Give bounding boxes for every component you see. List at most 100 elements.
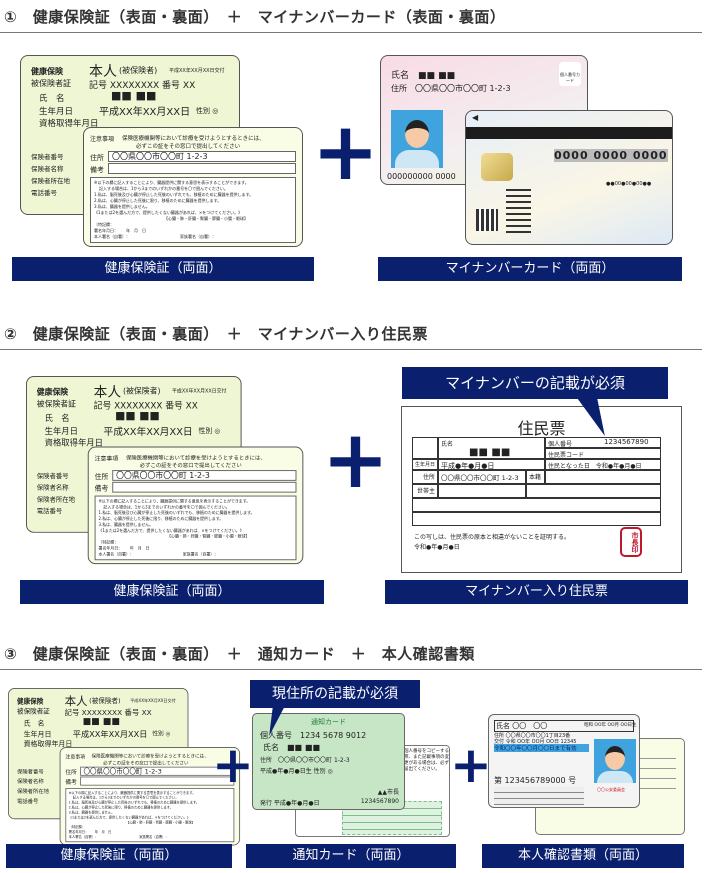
license-address: 住所 〇〇県〇〇市〇〇1丁目23番 [494, 733, 571, 739]
mynumber-logo: 個人番号カード [559, 62, 581, 86]
name-value: ■■ ■■ [418, 71, 456, 81]
organ-text: 3.私は、臓器を提供しません。 [68, 810, 115, 815]
document-title: 住民票 [517, 419, 566, 438]
sign-self: 本人署名（自署）： [68, 834, 99, 839]
birth-label: 生年月日 [39, 107, 74, 117]
organ-text: 1.私は、脳死後及び心臓が停止した死後のいずれでも、移植のために臓器を提供します… [94, 192, 254, 197]
card-type-sub: 被保険者証 [17, 707, 50, 716]
organ-text: 3.私は、臓器を提供しません。 [98, 522, 154, 527]
name-label: 氏 名 [39, 94, 65, 104]
sex-value: 性別 ◎ [196, 107, 219, 115]
magnetic-strip [466, 127, 672, 139]
notice-label: 注意事項 [94, 455, 119, 463]
notice-text: 必ずこの証をその窓口で提出してください [136, 144, 241, 150]
sign-self: 本人署名（自署）： [98, 551, 134, 557]
insurer-name-label: 保険者名称 [36, 483, 69, 492]
address-value: 〇〇県〇〇市〇〇町 1-2-3 [278, 757, 350, 764]
issued-date: 発行 平成●年●月●日 [260, 800, 320, 807]
blank-cell [438, 484, 526, 498]
organ-text: 【心臓・肺・肝臓・腎臓・膵臓・小腸・眼球】 [164, 216, 248, 221]
barcode-lines [506, 189, 531, 234]
plus-icon: + [212, 736, 254, 794]
sex-value: 性別 ◎ [198, 426, 221, 435]
address-label: 住所 [90, 154, 104, 162]
seal-stamp: 市長印 [620, 527, 642, 557]
name-label: 氏名 [441, 441, 454, 448]
organ-text: 《1または2を選んだ方で、提供したくない臓器があれば、×をつけてください。》 [68, 815, 191, 820]
health-card-back: 注意事項 保険医療機関等において診療を受けようとするときには、 必ずこの証をその… [83, 127, 303, 247]
name-label: 氏名 [391, 71, 410, 81]
health-card-back: 注意事項 保険医療機関等において診療を受けようとするときには、 必ずこの証をその… [87, 446, 304, 565]
householder-label: 世帯主 [412, 484, 438, 498]
code-number: 記号 XXXXXXXX 番号 XX [89, 81, 196, 91]
remarks-label: 備考 [90, 166, 104, 174]
notice-text: 保険医療機関等において診療を受けようとするときには、 [91, 754, 209, 760]
card-type-sub: 被保険者証 [31, 79, 71, 88]
special-notes: 〔特記欄： [68, 824, 86, 830]
organ-text: ※以下の欄に記入することにより、臓器提供に関する意思を表示することができます。 [98, 498, 251, 504]
dots-text: ●●00●00●00●● [606, 181, 652, 187]
card-title: 通知カード [311, 718, 346, 726]
certify-text: この写しは、住民票の原本と相違がないことを証明する。 [414, 534, 571, 541]
organ-donation-box: ※以下の欄に記入することにより、臓器提供に関する意思を表示することができます。 … [94, 495, 297, 561]
holder-type: 本人 [89, 64, 117, 80]
section-2-title: ② 健康保険証（表面・裏面） ＋ マイナンバー入り住民票 [4, 323, 428, 344]
organ-text: 2.私は、心臓が停止した死後に限り、移植のために臓器を提供します。 [68, 805, 174, 810]
sign-self: 本人署名（自署）： [94, 234, 130, 239]
organ-text: 2.私は、心臓が停止した死後に限り、移植のために臓器を提供します。 [98, 516, 224, 522]
issued-date: 平成XX年XX月XX日交付 [130, 698, 176, 704]
insurer-address-label: 保険者所在地 [31, 177, 70, 185]
organ-text: ※以下の欄に記入することにより、臓器提供に関する意思を表示することができます。 [68, 790, 196, 795]
organ-text: 【心臓・肺・肝臓・腎臓・膵臓・小腸・眼球】 [126, 820, 195, 825]
birth-label: 生年月日 [44, 426, 78, 437]
photo-avatar [594, 739, 636, 783]
notice-label: 注意事項 [65, 754, 86, 761]
photo-avatar [391, 110, 443, 168]
organ-text: 《1または2を選んだ方で、提供したくない臓器があれば、×をつけてください。》 [94, 210, 243, 215]
sign-family: 家族署名（自署）： [139, 834, 169, 839]
section-3-title: ③ 健康保険証（表面・裏面） ＋ 通知カード ＋ 本人確認書類 [4, 643, 475, 664]
label-id-document: 本人確認書類（両面） [482, 844, 684, 868]
holder-sub: (被保険者) [89, 697, 121, 705]
remarks-field [112, 481, 297, 493]
remarks-label: 備考 [94, 484, 109, 493]
divider [0, 669, 702, 670]
organ-donation-box: ※以下の欄に記入することにより、臓器提供に関する意思を表示することができます。 … [65, 788, 235, 843]
organ-text: 1.私は、脳死後及び心臓が停止した死後のいずれでも、移植のために臓器を提供します… [98, 510, 255, 516]
organ-text: 【心臓・肺・肝臓・腎臓・膵臓・小腸・眼球】 [167, 533, 250, 539]
notice-text: 保険医療機関等において診療を受けようとするときには、 [122, 136, 265, 142]
health-insurance-card: 健康保険 被保険者証 本人 (被保険者) 平成XX年XX月XX日交付 記号 XX… [20, 55, 310, 250]
notice-text: 保険医療機関等において診療を受けようとするときには、 [125, 455, 266, 462]
label-mynumber-card: マイナンバーカード（両面） [378, 257, 682, 281]
birth-value: 平成●年●月●日生 性別 ◎ [260, 768, 333, 775]
section-title-text: 健康保険証（表面・裏面） ＋ 通知カード ＋ 本人確認書類 [32, 645, 475, 663]
section-title-text: 健康保険証（表面・裏面） ＋ マイナンバーカード（表面・裏面） [32, 8, 506, 26]
mayor-text: ▲▲市長 [377, 789, 399, 796]
insurer-number-label: 保険者番号 [36, 472, 69, 480]
health-insurance-card: 健康保険 被保険者証 本人 (被保険者) 平成XX年XX月XX日交付 記号 XX… [26, 376, 310, 567]
number-label: 個人番号 [260, 731, 292, 740]
became-value: 令和●年●月●日 [595, 463, 642, 470]
address-field: 〇〇県〇〇市〇〇町 1-2-3 [108, 151, 296, 162]
holder-type: 本人 [93, 384, 122, 401]
organ-text: 記入する場合は、1から3までのいずれかの番号を〇で囲んでください。 [72, 795, 179, 800]
name-label: 氏名 [263, 743, 279, 752]
address-field: 〇〇県〇〇市〇〇町 1-2-3 [112, 470, 297, 481]
organ-text: 1.私は、脳死後及び心臓が停止した死後のいずれでも、移植のために臓器を提供します… [68, 800, 200, 805]
section-number: ③ [4, 645, 18, 663]
remarks-field [80, 776, 235, 786]
special-notes: 〔特記欄： [98, 539, 119, 545]
holder-sub: (被保険者) [123, 386, 161, 396]
name-cell: 氏名■■ ■■ [438, 437, 545, 459]
mynumber-value: 1234567890 [604, 438, 649, 446]
blank-cell [412, 512, 661, 526]
label-health-card: 健康保険証（両面） [20, 580, 324, 604]
birth-value: 平成●年●月●日 [438, 459, 545, 470]
insurer-name-label: 保険者名称 [31, 165, 64, 173]
code-number: 記号 XXXXXXXX 番号 XX [93, 401, 198, 412]
acquisition-label: 資格取得年月日 [23, 740, 73, 749]
certify-date: 令和●年●月●日 [414, 544, 460, 551]
sign-date: 署名年月日： 年 月 日 [98, 545, 150, 551]
notice-text: 必ずこの証をその窓口で提出してください [103, 760, 189, 766]
